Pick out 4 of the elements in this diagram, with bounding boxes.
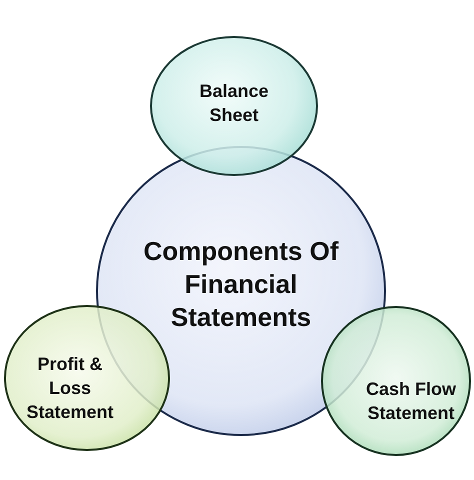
topic-label: Cash Flow Statement [364, 378, 457, 425]
topic-label: Profit & Loss Statement [25, 353, 115, 424]
main-topic-label: Components Of Financial Statements [142, 234, 340, 334]
topic-label: Balance Sheet [198, 80, 270, 127]
